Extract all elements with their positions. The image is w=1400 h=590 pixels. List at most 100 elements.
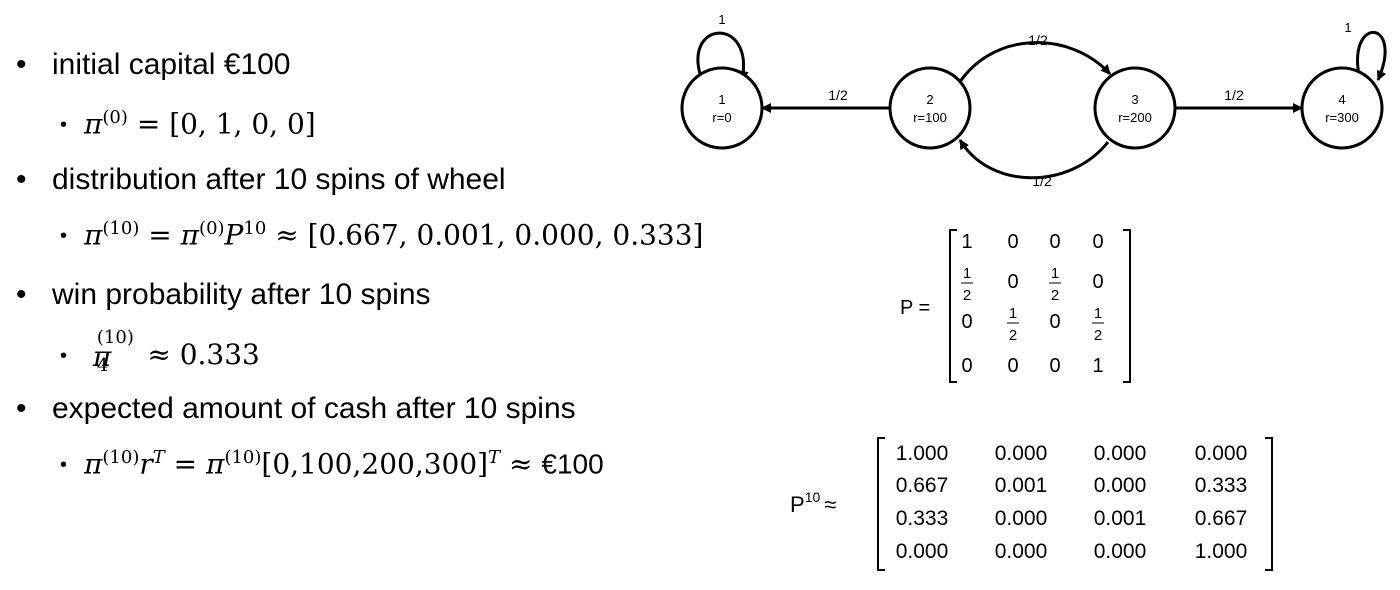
left-bracket	[877, 437, 885, 571]
matrix-p10-cell: 1.000	[1195, 540, 1248, 563]
sup: (0)	[199, 218, 225, 239]
formula-pi0: •π(0) = [0, 1, 0, 0]	[60, 107, 316, 140]
bullet-list: •initial capital €100 •π(0) = [0, 1, 0, …	[16, 48, 703, 480]
state-reward: r=300	[1325, 110, 1359, 125]
sup: (10)	[102, 447, 140, 468]
matrix-p-cell: 0	[1007, 231, 1018, 253]
state-reward: r=200	[1118, 110, 1152, 125]
matrix-p-cell: 0	[1092, 271, 1103, 293]
self-loop-edge-1	[696, 31, 749, 81]
bullet-expected-cash: • expected amount of cash after 10 spins	[16, 392, 576, 426]
formula-pi10: •π(10) = π(0)P10 ≈ [0.667, 0.001, 0.000,…	[60, 218, 703, 251]
matrix-p10-cell: 0.000	[1195, 442, 1248, 465]
state-id: 4	[1338, 92, 1345, 107]
formula-cash: •π(10)rT = π(10)[0,100,200,300]T ≈ €100	[60, 447, 604, 480]
matrix-p-cell-denominator: 2	[1094, 327, 1102, 344]
state-node-4: 4 r=300	[1300, 66, 1384, 150]
bullet-text: initial capital €100	[52, 48, 291, 81]
sup: (10)	[224, 447, 262, 468]
matrix-p10-cell: 0.000	[995, 540, 1048, 563]
state-id: 2	[926, 92, 933, 107]
r-symbol: r	[139, 447, 153, 481]
bullet-text: distribution after 10 spins of wheel	[52, 163, 506, 196]
pi-symbol: π	[206, 447, 225, 481]
state-node-2: 2 r=100	[888, 66, 972, 150]
matrix-p-cell: 0	[1007, 271, 1018, 293]
edge-label: 1/2	[1224, 87, 1244, 103]
matrix-p-cell-numerator: 1	[1094, 305, 1102, 322]
sub: 4	[96, 354, 109, 376]
sub-bullet-dot: •	[60, 345, 68, 367]
matrix-p-cell: 0	[1049, 231, 1060, 253]
bullet-initial-capital: • initial capital €100	[16, 48, 291, 82]
approx: ≈	[275, 218, 299, 252]
matrix-p-cell: 0	[1049, 355, 1060, 377]
matrix-p10-cell: 0.000	[1094, 540, 1147, 563]
formula-pi4: • π(10) 4 ≈ 0.333	[60, 328, 260, 374]
matrix-p10-cell: 0.001	[1094, 507, 1147, 530]
p-symbol: P	[224, 218, 244, 252]
eq: =	[148, 218, 172, 252]
matrix-p-cell: 0	[961, 311, 972, 333]
matrix-p-cell: 0	[1007, 355, 1018, 377]
cash-value: €100	[541, 448, 604, 480]
matrix-p-cell-denominator: 2	[1051, 287, 1059, 304]
eq: =	[136, 107, 161, 141]
bullet-dot: •	[16, 278, 27, 311]
edge-label: 1/2	[828, 87, 848, 103]
pi-symbol: π	[180, 218, 200, 252]
vector: [0, 1, 0, 0]	[169, 107, 316, 141]
pi-symbol: π	[84, 447, 103, 481]
approx: ≈	[509, 447, 533, 481]
matrix-p10-cell: 0.000	[896, 540, 949, 563]
bullet-dot: •	[16, 48, 27, 81]
bullet-dot: •	[16, 392, 27, 425]
matrix-p-cell-denominator: 2	[1009, 327, 1017, 344]
sup: 10	[243, 218, 267, 239]
bullet-text: expected amount of cash after 10 spins	[52, 392, 576, 425]
edge-3-to-2	[958, 139, 1110, 180]
eq: =	[173, 447, 198, 481]
power: 10	[805, 489, 821, 505]
matrix-p-cell: 1	[1092, 355, 1103, 377]
pi-symbol: π	[84, 107, 103, 141]
state-node-1: 1 r=0	[680, 66, 764, 150]
left-bracket	[949, 229, 957, 383]
matrix-p-cell-denominator: 2	[963, 287, 971, 304]
matrix-p-cell: 0	[1092, 231, 1103, 253]
t-symbol: T	[488, 447, 501, 468]
matrix-p10-cell: 0.000	[995, 507, 1048, 530]
right-bracket	[1123, 229, 1131, 383]
bullet-text: win probability after 10 spins	[52, 278, 431, 311]
bullet-distribution: •distribution after 10 spins of wheel	[16, 163, 506, 197]
matrix-p10-cell: 0.001	[995, 474, 1048, 497]
matrix-p10-cell: 0.333	[896, 507, 949, 530]
vector: [0.667, 0.001, 0.000, 0.333]	[307, 218, 704, 252]
p-symbol: P	[790, 492, 805, 517]
right-bracket	[1265, 437, 1273, 571]
state-id: 3	[1131, 92, 1138, 107]
edge-label: 1	[1344, 20, 1351, 35]
sup: (10)	[96, 326, 134, 348]
sup: (10)	[102, 218, 140, 239]
sub-bullet-dot: •	[60, 114, 68, 137]
matrix-p10-cell: 0.000	[995, 442, 1048, 465]
sub-bullet-dot: •	[60, 225, 68, 248]
matrix-p10-cells: 1.000 0.000 0.000 0.000 0.667 0.001 0.000 0.333…	[896, 442, 1248, 563]
edge-label: 1/2	[1028, 32, 1048, 48]
matrix-p10-cell: 0.667	[896, 474, 949, 497]
matrix-p10-cell: 0.000	[1094, 442, 1147, 465]
self-loop-edge-4	[1356, 30, 1387, 81]
pi-symbol: π	[92, 339, 112, 373]
matrix-p10-cell: 0.000	[1094, 474, 1147, 497]
value: 0.333	[179, 338, 260, 371]
bullet-win-probability: • win probability after 10 spins	[16, 278, 431, 312]
pi4-symbol: π(10) 4	[92, 328, 134, 374]
state-reward: r=100	[913, 110, 947, 125]
matrix-p-cell: 0	[961, 355, 972, 377]
approx: ≈	[147, 338, 171, 371]
matrix-p-cell-numerator: 1	[1051, 265, 1059, 282]
